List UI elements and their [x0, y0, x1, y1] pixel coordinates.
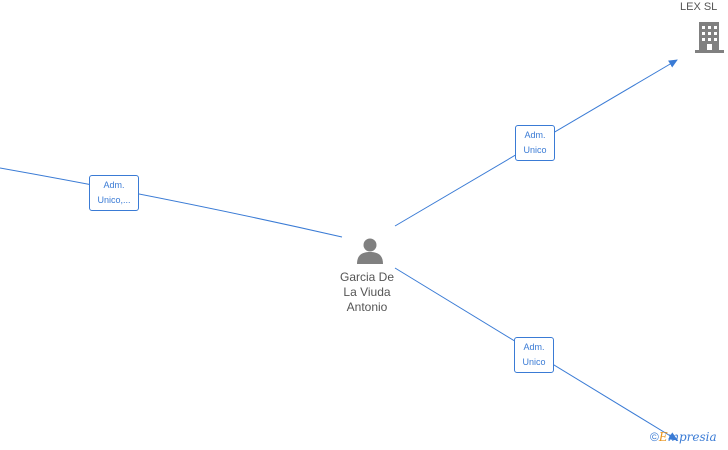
edge-label-line: Adm.	[103, 180, 125, 190]
building-icon[interactable]	[695, 22, 724, 53]
company-name[interactable]: LEX SL	[680, 1, 718, 13]
edge-label-line: Unico,...	[97, 195, 131, 205]
brand-rest: mpresia	[667, 430, 717, 444]
person-name-line: Garcia De	[339, 270, 395, 284]
empresia-watermark: ©Empresia	[650, 430, 717, 444]
person-name-line: La Viuda	[343, 285, 391, 299]
edge-left	[0, 167, 343, 238]
edge-label-line: Adm.	[523, 342, 545, 352]
copyright-symbol: ©	[650, 430, 659, 444]
person-name-line: Antonio	[346, 300, 388, 314]
edge-label-top-right[interactable]: Adm. Unico	[515, 125, 555, 161]
brand-initial: E	[658, 430, 668, 444]
person-name[interactable]: Garcia De La Viuda Antonio	[327, 270, 407, 315]
person-icon[interactable]	[357, 238, 383, 265]
edge-label-line: Unico	[522, 357, 546, 367]
edge-label-line: Adm.	[524, 130, 546, 140]
edge-label-line: Unico	[523, 145, 547, 155]
edge-label-bottom-right[interactable]: Adm. Unico	[514, 337, 554, 373]
edge-label-left[interactable]: Adm. Unico,...	[89, 175, 139, 211]
